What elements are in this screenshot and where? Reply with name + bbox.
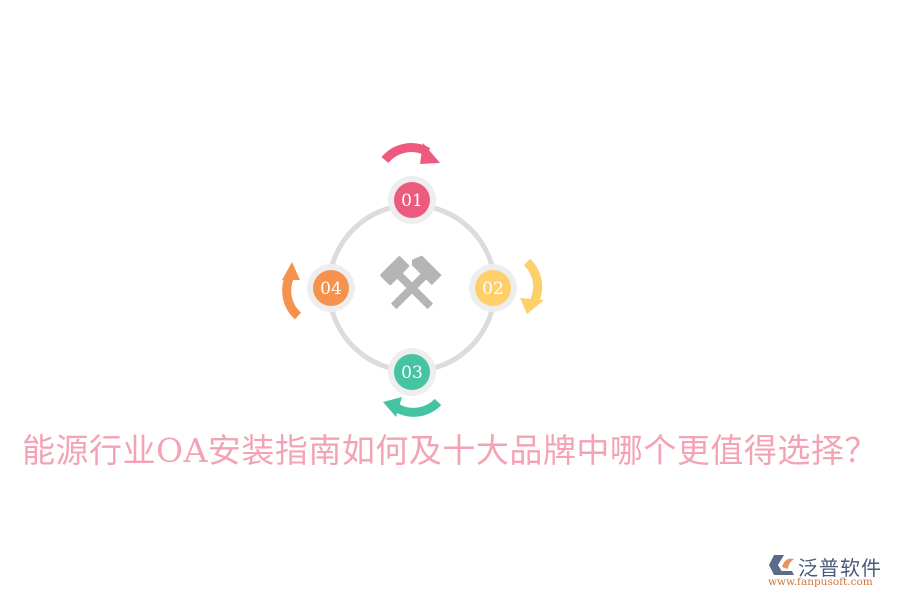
node-01-label: 01 — [401, 191, 423, 211]
node-02[interactable]: 02 — [469, 264, 517, 312]
crossed-hammers-icon — [380, 255, 442, 309]
arrow-03-icon — [383, 397, 442, 417]
arrow-01-icon — [381, 143, 440, 164]
brand-logo[interactable]: 泛普软件 www.fanpusoft.com — [768, 550, 898, 595]
node-03[interactable]: 03 — [388, 348, 436, 396]
node-02-label: 02 — [482, 279, 504, 299]
page-title: 能源行业OA安装指南如何及十大品牌中哪个更值得选择？ — [22, 431, 878, 470]
logo-name: 泛普软件 — [798, 556, 882, 580]
fanpu-logo-icon — [769, 555, 794, 575]
arrow-04-icon — [282, 262, 302, 320]
node-04[interactable]: 04 — [307, 264, 355, 312]
logo-url: www.fanpusoft.com — [768, 576, 873, 588]
node-01[interactable]: 01 — [388, 176, 436, 224]
arrow-02-icon — [520, 258, 544, 314]
node-03-label: 03 — [401, 363, 423, 383]
node-04-label: 04 — [320, 279, 342, 299]
